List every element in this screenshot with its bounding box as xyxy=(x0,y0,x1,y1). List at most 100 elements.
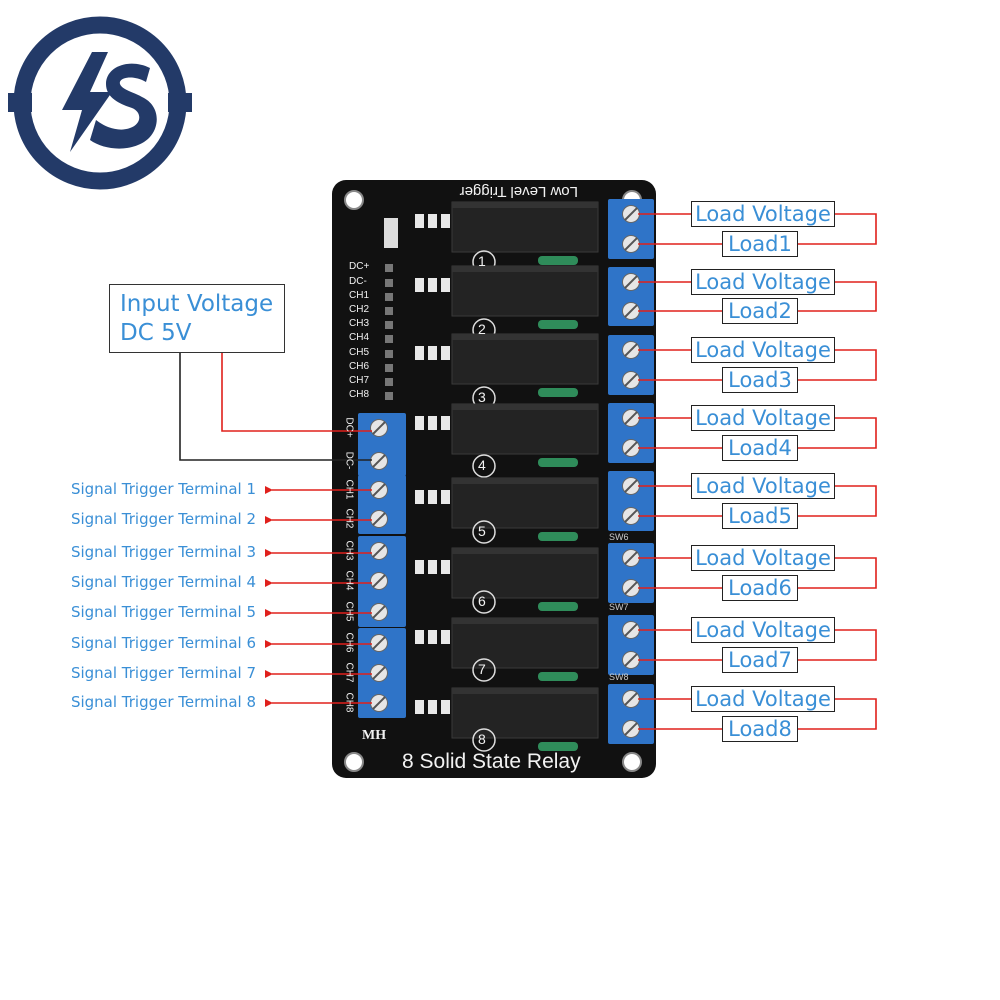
pin-label: CH7 xyxy=(349,375,370,386)
load-voltage-label-2: Load Voltage xyxy=(691,269,835,295)
terminal-label: CH3 xyxy=(343,540,355,561)
pin-label: CH2 xyxy=(349,304,370,315)
smd-part xyxy=(428,630,437,644)
relay-number: 4 xyxy=(478,457,486,473)
sw-label: SW8 xyxy=(609,672,629,682)
terminal-label: CH2 xyxy=(343,508,355,529)
relay-1 xyxy=(451,201,599,274)
smd-part xyxy=(428,278,437,292)
header-pin xyxy=(385,350,393,358)
load-label-3: Load3 xyxy=(722,367,798,393)
smd-part xyxy=(441,560,450,574)
relay-7 xyxy=(451,617,599,682)
relay-number: 3 xyxy=(478,389,486,405)
relay-number: 6 xyxy=(478,593,486,609)
header-pin xyxy=(385,279,393,287)
relay-5 xyxy=(451,477,599,544)
signal-trigger-label-6: Signal Trigger Terminal 6 xyxy=(70,634,256,652)
relay-number: 5 xyxy=(478,523,486,539)
smd-part xyxy=(428,490,437,504)
header-pin xyxy=(385,392,393,400)
header-pin xyxy=(385,264,393,272)
relay-6 xyxy=(451,547,599,614)
load-voltage-label-5: Load Voltage xyxy=(691,473,835,499)
load-label-5: Load5 xyxy=(722,503,798,529)
header-pin xyxy=(385,321,393,329)
input-voltage-label: Input Voltage xyxy=(120,291,274,317)
signal-trigger-label-3: Signal Trigger Terminal 3 xyxy=(70,543,256,561)
load-label-4: Load4 xyxy=(722,435,798,461)
smd-part xyxy=(415,278,424,292)
smd-part xyxy=(441,346,450,360)
smd-part xyxy=(415,560,424,574)
load-voltage-label-8: Load Voltage xyxy=(691,686,835,712)
load-voltage-label-7: Load Voltage xyxy=(691,617,835,643)
pin-label: CH8 xyxy=(349,389,370,400)
header-pin xyxy=(385,307,393,315)
board-title: 8 Solid State Relay xyxy=(402,750,581,773)
terminal-label: CH7 xyxy=(343,662,355,683)
pin-label: CH5 xyxy=(349,347,370,358)
signal-trigger-label-5: Signal Trigger Terminal 5 xyxy=(70,603,256,621)
relay-number: 8 xyxy=(478,731,486,747)
relay-number: 7 xyxy=(478,661,486,677)
terminal-label: DC+ xyxy=(343,417,355,438)
smd-part xyxy=(441,700,450,714)
sw-label: SW7 xyxy=(609,602,629,612)
pin-header xyxy=(385,264,393,400)
smd-part xyxy=(415,346,424,360)
smd-part xyxy=(415,490,424,504)
terminal-label: CH5 xyxy=(343,601,355,622)
pin-label: CH6 xyxy=(349,361,370,372)
signal-trigger-label-4: Signal Trigger Terminal 4 xyxy=(70,573,256,591)
input-voltage-value: DC 5V xyxy=(120,320,192,346)
smd-part xyxy=(428,700,437,714)
board-mark: MH xyxy=(362,728,387,743)
pin-label: CH3 xyxy=(349,318,370,329)
relay-8 xyxy=(451,687,599,752)
smd-part xyxy=(441,630,450,644)
smd-part xyxy=(428,560,437,574)
load-voltage-label-1: Load Voltage xyxy=(691,201,835,227)
load-label-2: Load2 xyxy=(722,298,798,324)
smd-part xyxy=(441,278,450,292)
terminal-label: CH8 xyxy=(343,692,355,713)
relay-4 xyxy=(451,403,599,478)
signal-trigger-label-2: Signal Trigger Terminal 2 xyxy=(70,510,256,528)
input-voltage-box: Input Voltage DC 5V xyxy=(109,284,285,353)
brand-logo xyxy=(8,16,192,190)
smd-part xyxy=(428,214,437,228)
load-voltage-label-6: Load Voltage xyxy=(691,545,835,571)
relay-board xyxy=(332,180,656,778)
smd-part xyxy=(441,214,450,228)
smd-part xyxy=(415,700,424,714)
load-label-8: Load8 xyxy=(722,716,798,742)
smd-part xyxy=(415,416,424,430)
smd-part xyxy=(415,214,424,228)
smd-part xyxy=(428,416,437,430)
terminal-label: DC- xyxy=(343,451,355,470)
wires xyxy=(179,213,877,730)
signal-trigger-label-1: Signal Trigger Terminal 1 xyxy=(70,480,256,498)
terminal-label: CH1 xyxy=(343,479,355,500)
load-voltage-label-3: Load Voltage xyxy=(691,337,835,363)
board-top-label: Low Level Trigger xyxy=(459,183,578,200)
smd-part xyxy=(441,490,450,504)
load-voltage-label-4: Load Voltage xyxy=(691,405,835,431)
signal-trigger-label-7: Signal Trigger Terminal 7 xyxy=(70,664,256,682)
header-pin xyxy=(385,293,393,301)
terminal-label: CH4 xyxy=(343,570,355,591)
smd-part xyxy=(441,416,450,430)
relay-number: 1 xyxy=(478,253,486,269)
signal-trigger-label-8: Signal Trigger Terminal 8 xyxy=(70,693,256,711)
terminal-label: CH6 xyxy=(343,632,355,653)
smd-part xyxy=(428,346,437,360)
load-label-6: Load6 xyxy=(722,575,798,601)
header-pin xyxy=(385,335,393,343)
relay-number: 2 xyxy=(478,321,486,337)
pin-label: CH1 xyxy=(349,290,370,301)
pin-label: DC- xyxy=(349,276,367,287)
header-pin xyxy=(385,364,393,372)
pin-label: DC+ xyxy=(349,261,370,272)
